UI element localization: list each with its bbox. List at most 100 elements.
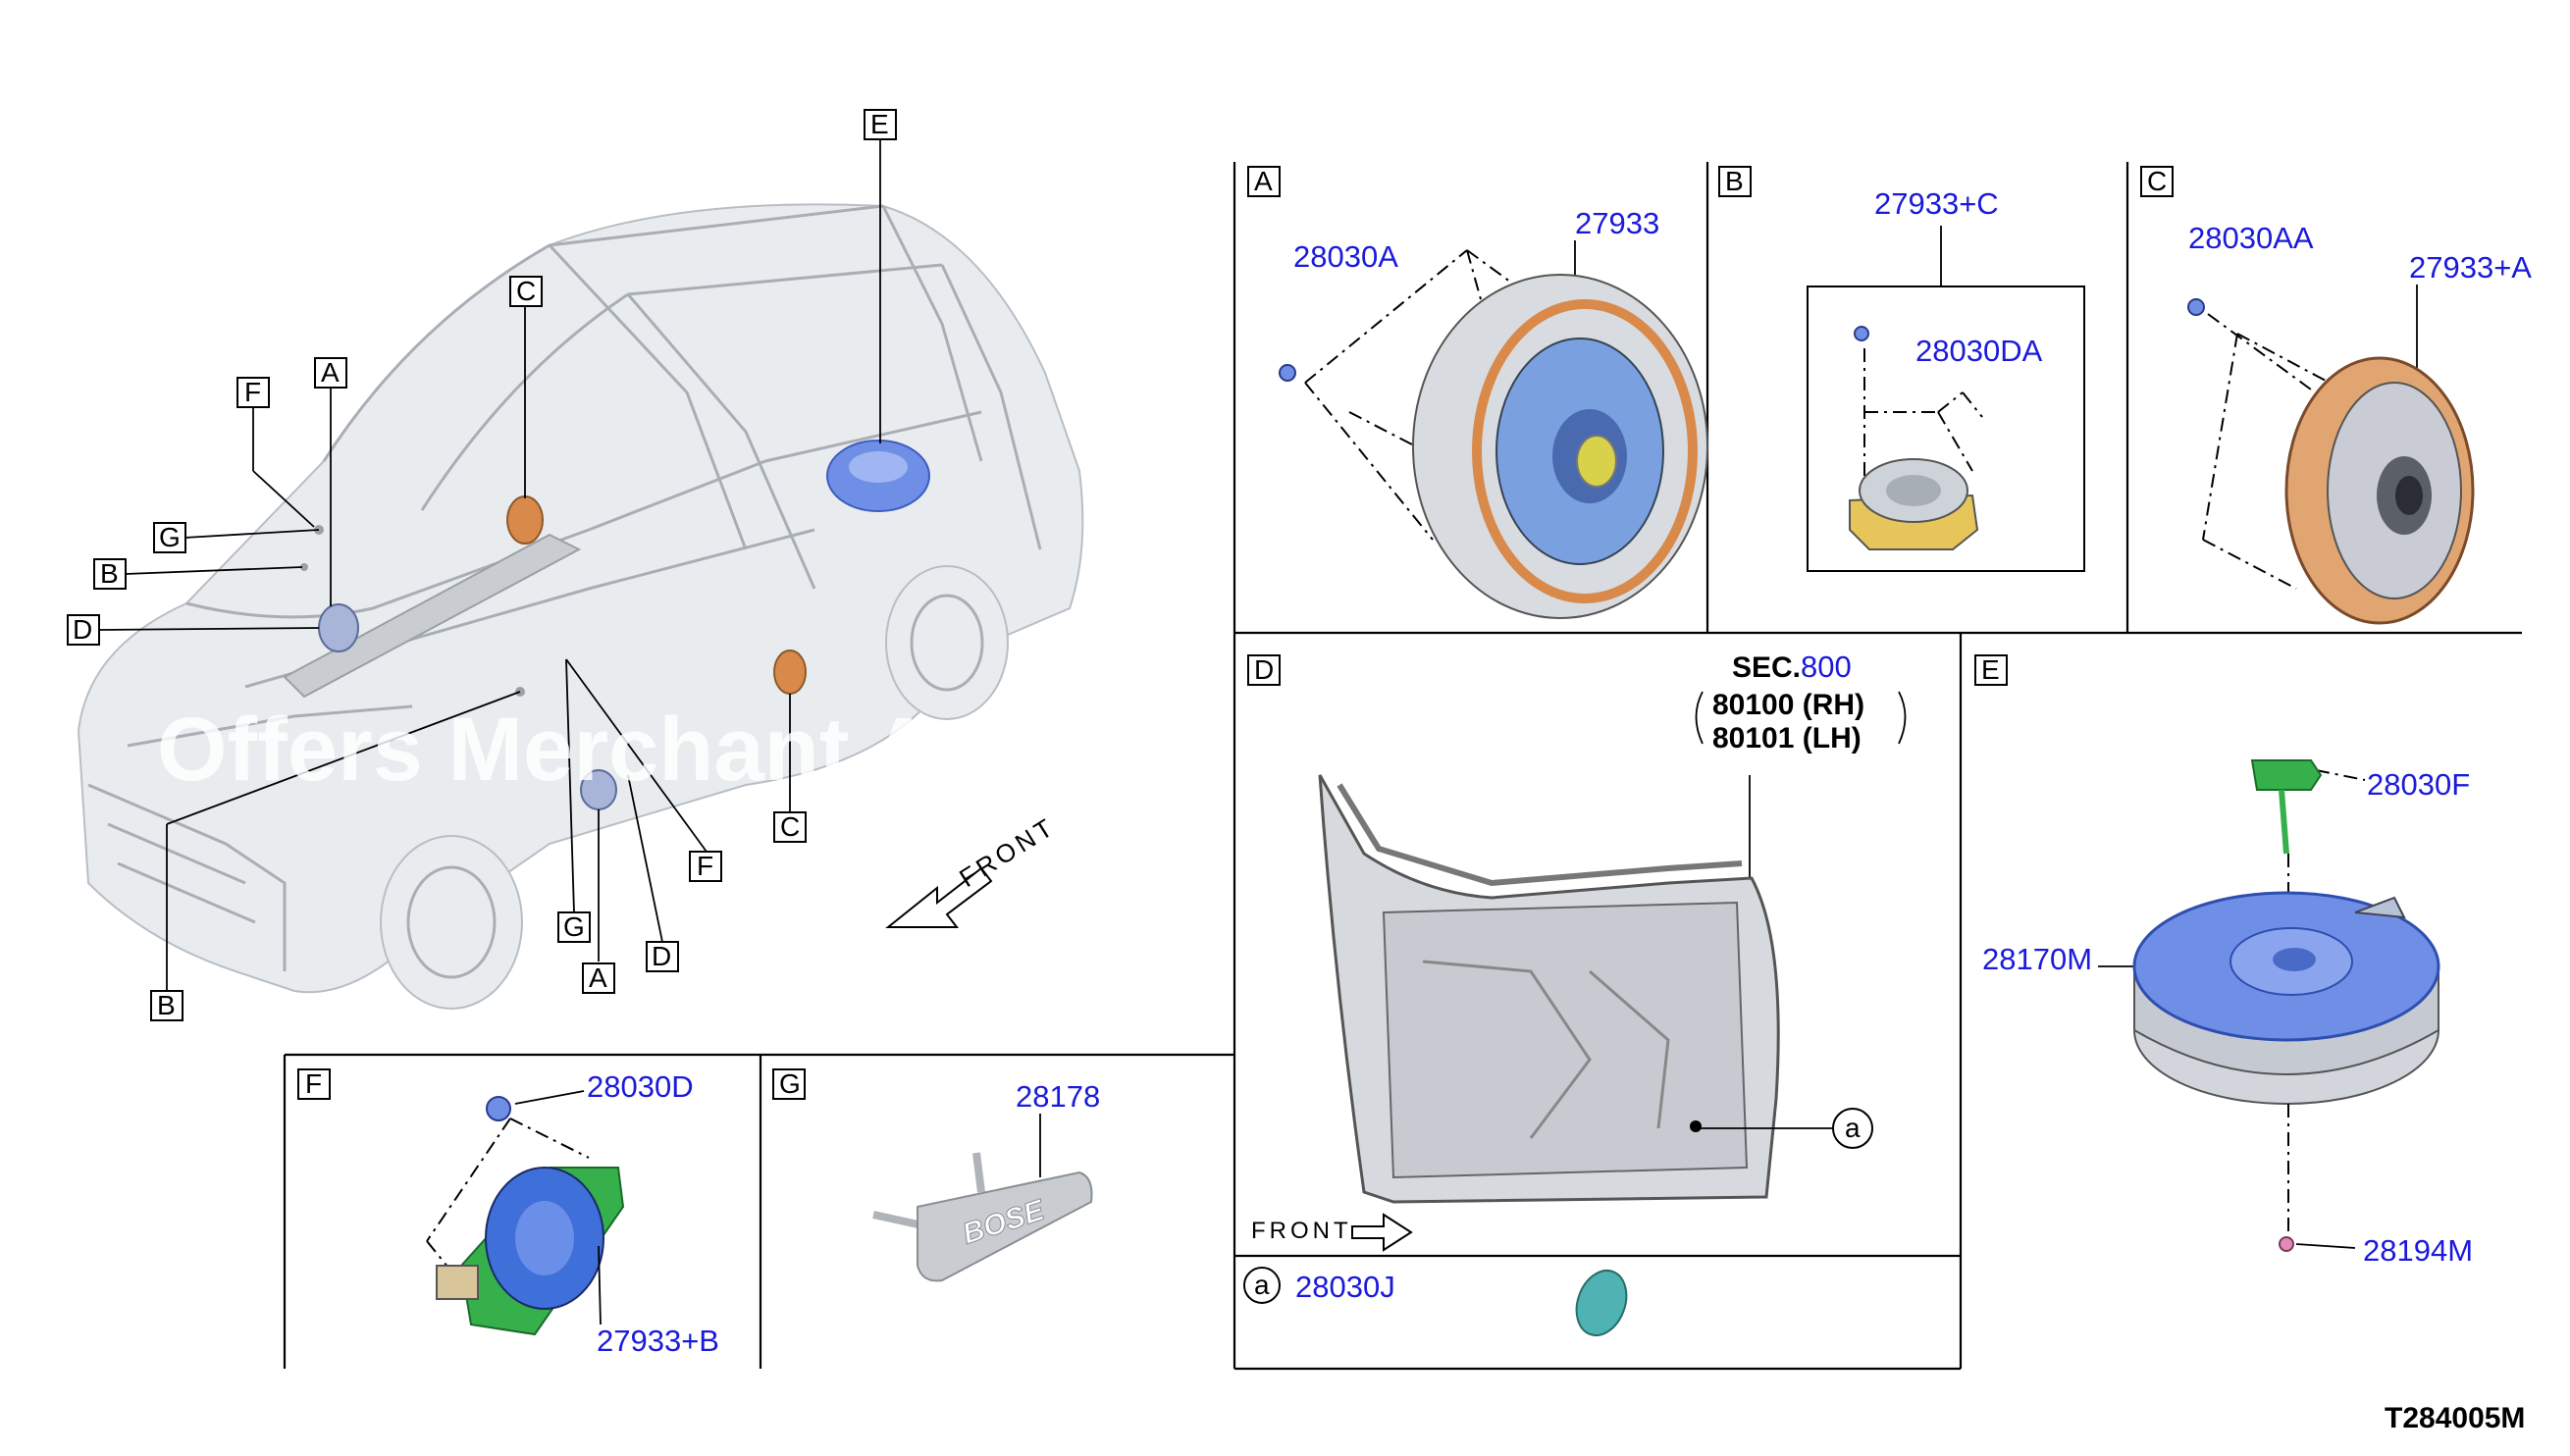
svg-text:C: C	[2147, 166, 2167, 196]
overview-callouts: E C A F G B D C	[67, 109, 897, 1021]
rear-right-speaker-marker	[773, 650, 807, 695]
svg-text:F: F	[305, 1068, 322, 1099]
nut-icon	[2279, 1236, 2294, 1252]
panel-G-label: G	[772, 1068, 806, 1100]
callout-box-E[interactable]: E	[864, 109, 897, 140]
screw-icon	[1279, 364, 1296, 382]
callout-box-B[interactable]: B	[93, 558, 127, 590]
panel-d-front-label: FRONT	[1251, 1218, 1352, 1244]
speaker-mount-hole	[1690, 1120, 1702, 1132]
watermark: Offers Merchant Area Sale	[157, 700, 1283, 800]
callout-box-D-right[interactable]: D	[646, 941, 679, 972]
part-28030F[interactable]: 28030F	[2367, 767, 2470, 802]
callout-box-C-right[interactable]: C	[773, 811, 807, 843]
panel-F: F 28030D 27933+B	[297, 1068, 719, 1358]
callout-box-D[interactable]: D	[67, 614, 100, 646]
svg-text:B: B	[1725, 166, 1744, 196]
part-28194M[interactable]: 28194M	[2363, 1233, 2473, 1268]
panel-B-label: B	[1718, 166, 1752, 197]
tweeter-speaker-icon	[1849, 458, 1979, 550]
sec-prefix: SEC.	[1732, 651, 1801, 684]
sec-number[interactable]: 800	[1801, 650, 1852, 684]
callout-box-A[interactable]: A	[314, 357, 347, 389]
panel-E-label: E	[1974, 654, 2008, 686]
panel-A-label: A	[1247, 166, 1281, 197]
panel-D-front-arrow: FRONT	[1251, 1213, 1413, 1252]
svg-text:A: A	[589, 962, 607, 993]
door-speaker-icon	[1412, 274, 1708, 619]
part-27933-A[interactable]: 27933+A	[2409, 250, 2532, 285]
ref-rh: 80100 (RH)	[1712, 689, 1864, 721]
panel-C-label: C	[2140, 166, 2174, 197]
screw-icon	[486, 1096, 511, 1121]
sealing-patch-icon	[1575, 1270, 1628, 1336]
part-28030J[interactable]: 28030J	[1295, 1270, 1395, 1304]
rear-wheel	[885, 565, 1009, 720]
callout-box-B-bottom[interactable]: B	[150, 990, 184, 1021]
front-wheel	[380, 835, 523, 1010]
panel-F-label: F	[297, 1068, 331, 1100]
svg-text:a: a	[1254, 1270, 1270, 1300]
callout-box-G-right[interactable]: G	[557, 911, 591, 943]
svg-text:F: F	[244, 377, 261, 407]
svg-text:E: E	[1981, 654, 2000, 685]
screw-icon	[1854, 326, 1869, 341]
rear-speaker-icon	[2284, 356, 2475, 625]
ref-lh: 80101 (LH)	[1712, 722, 1862, 754]
svg-text:a: a	[1845, 1113, 1861, 1143]
svg-text:A: A	[321, 357, 340, 388]
overview-front-label: FRONT	[954, 811, 1061, 893]
svg-text:B: B	[157, 990, 176, 1020]
callout-box-F-right[interactable]: F	[689, 851, 722, 882]
svg-text:E: E	[870, 109, 889, 139]
panel-a-label: a	[1243, 1267, 1281, 1304]
svg-text:B: B	[100, 558, 119, 589]
svg-text:G: G	[563, 911, 585, 942]
part-28030DA[interactable]: 28030DA	[1915, 334, 2043, 368]
panel-D: D SEC. 800 80100 (RH) 80101 (LH) a FRONT	[1247, 650, 1907, 1252]
rear-door-speaker-marker	[506, 495, 544, 545]
svg-text:A: A	[1254, 166, 1273, 196]
svg-text:C: C	[516, 276, 536, 306]
callout-box-A-right[interactable]: A	[582, 962, 615, 994]
part-28030D[interactable]: 28030D	[587, 1069, 694, 1104]
screw-icon	[2187, 298, 2205, 316]
panel-B: B 27933+C 28030DA	[1718, 166, 2085, 572]
svg-text:D: D	[73, 614, 92, 645]
overview-front-arrow: FRONT	[885, 811, 1061, 928]
vehicle-overview	[77, 203, 1084, 1010]
overview-leaders	[97, 140, 881, 991]
diagram-code: T284005M	[2385, 1402, 2525, 1434]
part-28030A[interactable]: 28030A	[1293, 239, 1398, 274]
svg-text:C: C	[780, 811, 800, 842]
bose-badge-icon: BOSE	[872, 1152, 1093, 1282]
panel-A: A 28030A 27933	[1247, 166, 1708, 619]
svg-text:D: D	[652, 941, 671, 971]
callout-box-G[interactable]: G	[153, 522, 186, 553]
part-27933-C[interactable]: 27933+C	[1874, 186, 1999, 221]
speaker-locations	[300, 440, 930, 810]
svg-text:G: G	[779, 1068, 801, 1099]
pillar-speaker-icon	[436, 1167, 625, 1336]
part-28030AA[interactable]: 28030AA	[2188, 221, 2314, 255]
callout-box-F[interactable]: F	[236, 377, 270, 408]
front-door-panel	[1318, 774, 1780, 1204]
svg-text:G: G	[159, 522, 181, 552]
panel-C: C 28030AA 27933+A	[2140, 166, 2532, 625]
panel-a: a 28030J	[1243, 1267, 1628, 1336]
part-27933[interactable]: 27933	[1575, 206, 1659, 240]
panel-frames	[283, 162, 2522, 1371]
front-door-speaker-marker	[318, 603, 359, 652]
panel-D-label: D	[1247, 654, 1281, 686]
callout-circle-a[interactable]: a	[1832, 1108, 1873, 1149]
callout-box-C[interactable]: C	[509, 276, 543, 307]
part-28178[interactable]: 28178	[1016, 1079, 1100, 1114]
part-27933-B[interactable]: 27933+B	[597, 1324, 719, 1358]
panel-E: E 28030F 28170M 28194M	[1974, 654, 2473, 1268]
svg-text:D: D	[1254, 654, 1274, 685]
subwoofer-icon	[2132, 891, 2440, 1105]
svg-text:F: F	[697, 851, 713, 881]
part-28170M[interactable]: 28170M	[1982, 942, 2092, 976]
subwoofer-bolt-icon	[2250, 759, 2323, 855]
